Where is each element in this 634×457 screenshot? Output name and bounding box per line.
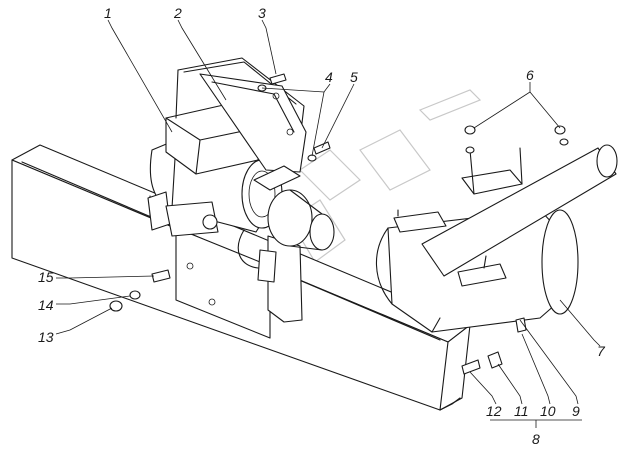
leader-lines xyxy=(55,19,601,428)
bolt-3 xyxy=(269,73,287,85)
nut-13 xyxy=(109,300,123,312)
callout-4: 4 xyxy=(325,69,333,85)
washer-14 xyxy=(129,290,141,300)
callout-7: 7 xyxy=(597,343,606,359)
callout-11: 11 xyxy=(514,403,529,419)
cover-plate xyxy=(199,73,307,173)
callout-2: 2 xyxy=(173,5,182,21)
fastener-11 xyxy=(487,351,503,369)
callout-1: 1 xyxy=(104,5,112,21)
clamp-lower xyxy=(393,209,507,287)
fastener-10 xyxy=(515,317,527,333)
callout-10: 10 xyxy=(540,403,556,419)
callout-3: 3 xyxy=(258,5,266,21)
callout-15: 15 xyxy=(38,269,54,285)
callout-12: 12 xyxy=(486,403,502,419)
callout-13: 13 xyxy=(38,329,54,345)
tail-pipe xyxy=(421,144,618,277)
callout-6: 6 xyxy=(526,67,534,83)
bolt-15 xyxy=(151,269,171,283)
exhaust-connector xyxy=(237,165,335,283)
bolt-12 xyxy=(461,359,481,375)
callout-8: 8 xyxy=(532,431,540,447)
clamp-upper xyxy=(461,147,523,195)
callout-5: 5 xyxy=(350,69,358,85)
nuts-6 xyxy=(464,125,569,154)
callout-9: 9 xyxy=(572,403,580,419)
callout-14: 14 xyxy=(38,297,54,313)
callout-labels: 1 2 3 4 5 6 7 8 9 10 11 12 13 14 15 xyxy=(38,5,606,447)
